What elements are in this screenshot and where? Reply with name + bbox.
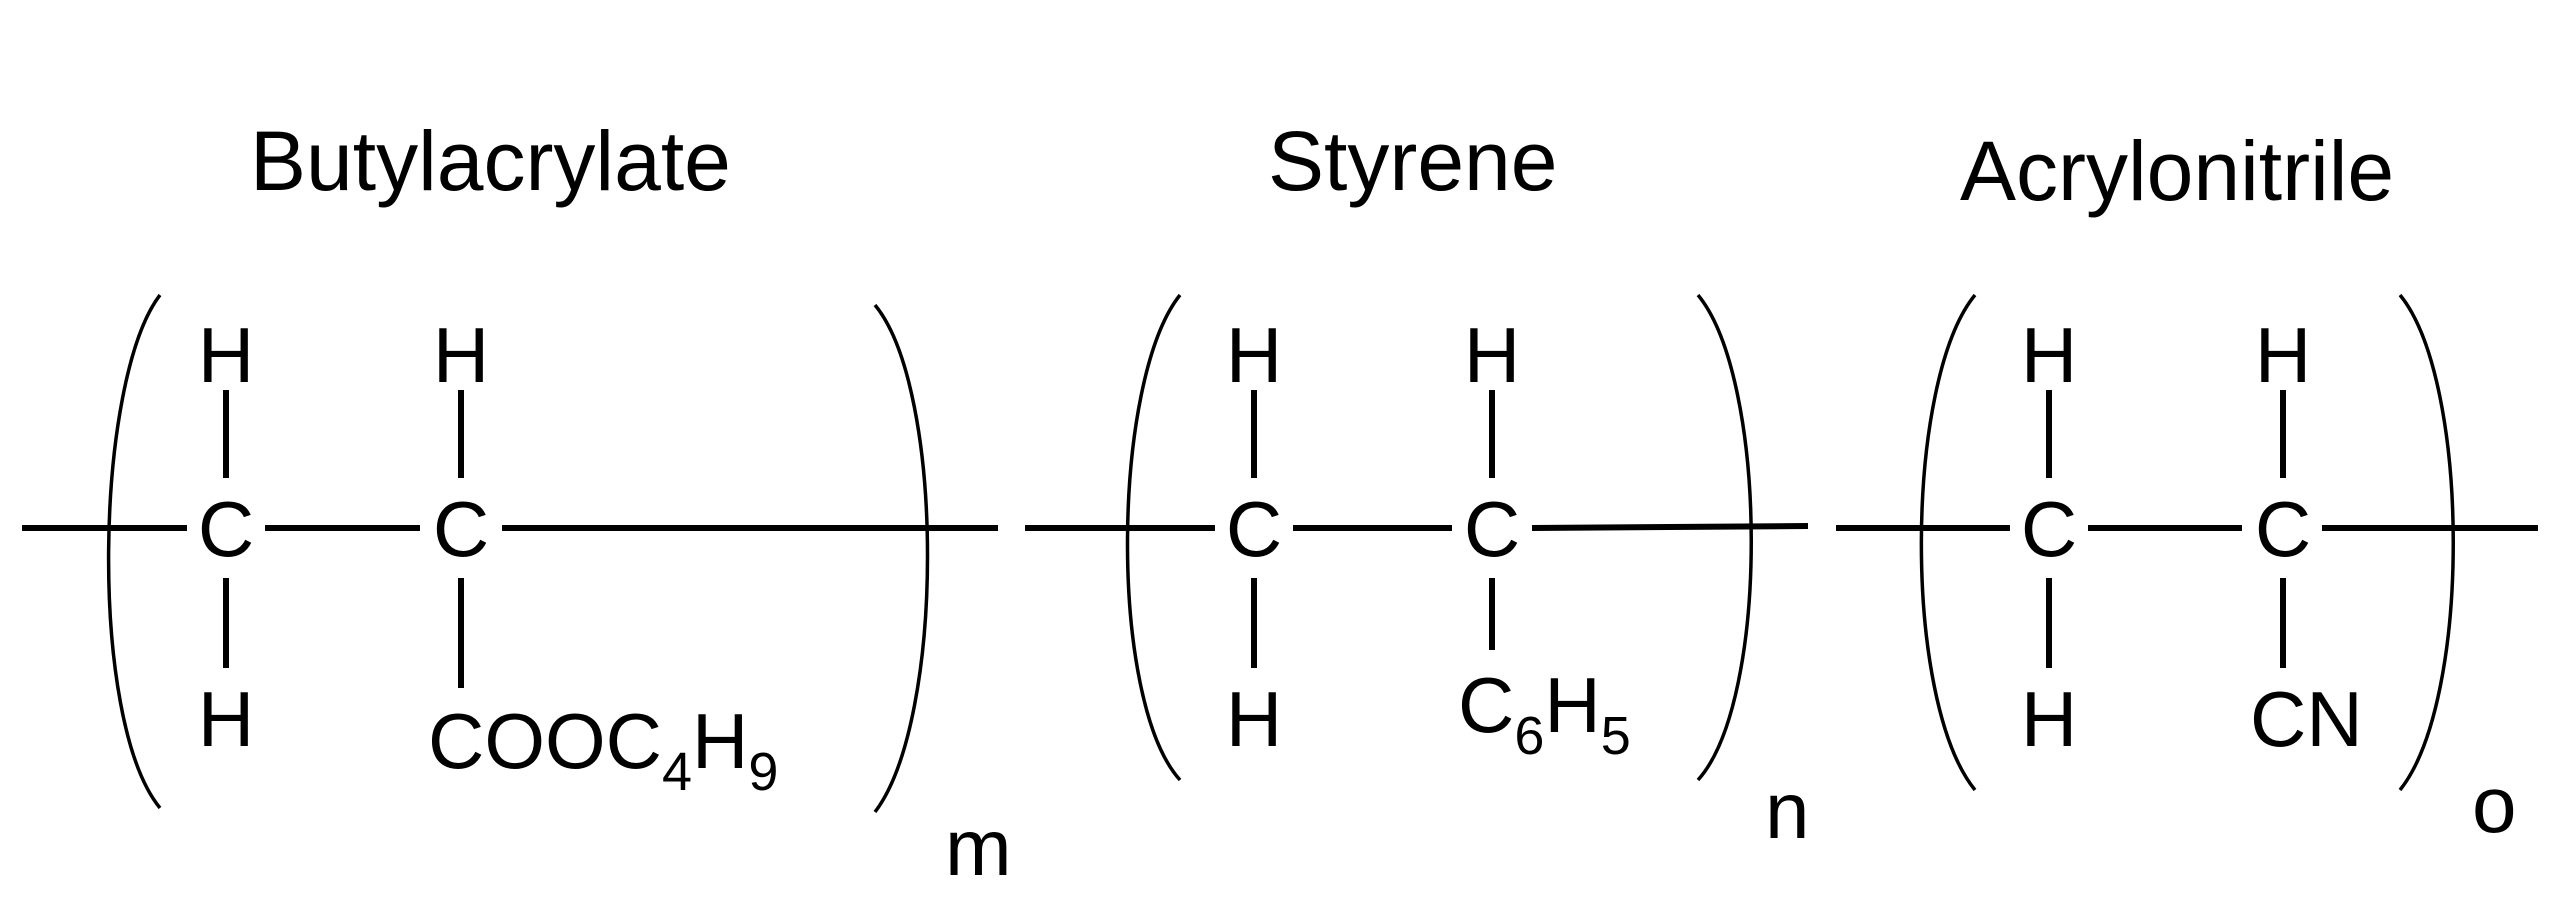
unit-acrylonitrile: Acrylonitrile H H C C H CN o [1836, 124, 2538, 849]
unit-title-styrene: Styrene [1268, 114, 1558, 208]
repeat-index-n: n [1765, 766, 1810, 855]
repeat-index-m: m [945, 803, 1012, 892]
bond-chain-right-end [1531, 523, 1809, 531]
atom-h-bottom-left: H [1226, 675, 1282, 763]
atom-h-top-right: H [2255, 311, 2311, 399]
atom-c-right: C [2255, 485, 2311, 573]
atom-h-bottom-left: H [198, 675, 254, 763]
atom-c-right: C [433, 485, 489, 573]
atom-c-right: C [1464, 485, 1520, 573]
unit-title-acrylonitrile: Acrylonitrile [1960, 124, 2394, 218]
substituent-cooc4h9: COOC4H9 [428, 697, 778, 802]
substituent-cn: CN [2250, 675, 2363, 763]
bracket-left [1125, 293, 1182, 782]
bracket-right [2398, 293, 2455, 792]
atom-h-top-right: H [1464, 311, 1520, 399]
atom-c-left: C [198, 485, 254, 573]
bracket-right [1696, 293, 1753, 782]
bracket-left [1919, 293, 1977, 792]
atom-c-left: C [1226, 485, 1282, 573]
atom-h-top-left: H [198, 311, 254, 399]
repeat-index-o: o [2472, 760, 2517, 849]
atom-c-left: C [2021, 485, 2077, 573]
bracket-right [873, 303, 930, 814]
bracket-left [106, 293, 162, 810]
unit-butylacrylate: Butylacrylate H H C C H COOC4H9 m [22, 114, 1012, 892]
unit-styrene: Styrene H H C C H C6H5 n [1025, 114, 1810, 855]
substituent-c6h5: C6H5 [1458, 661, 1631, 766]
atom-h-top-left: H [2021, 311, 2077, 399]
atom-h-top-left: H [1226, 311, 1282, 399]
atom-h-top-right: H [433, 311, 489, 399]
atom-h-bottom-left: H [2021, 675, 2077, 763]
unit-title-butylacrylate: Butylacrylate [250, 114, 731, 208]
